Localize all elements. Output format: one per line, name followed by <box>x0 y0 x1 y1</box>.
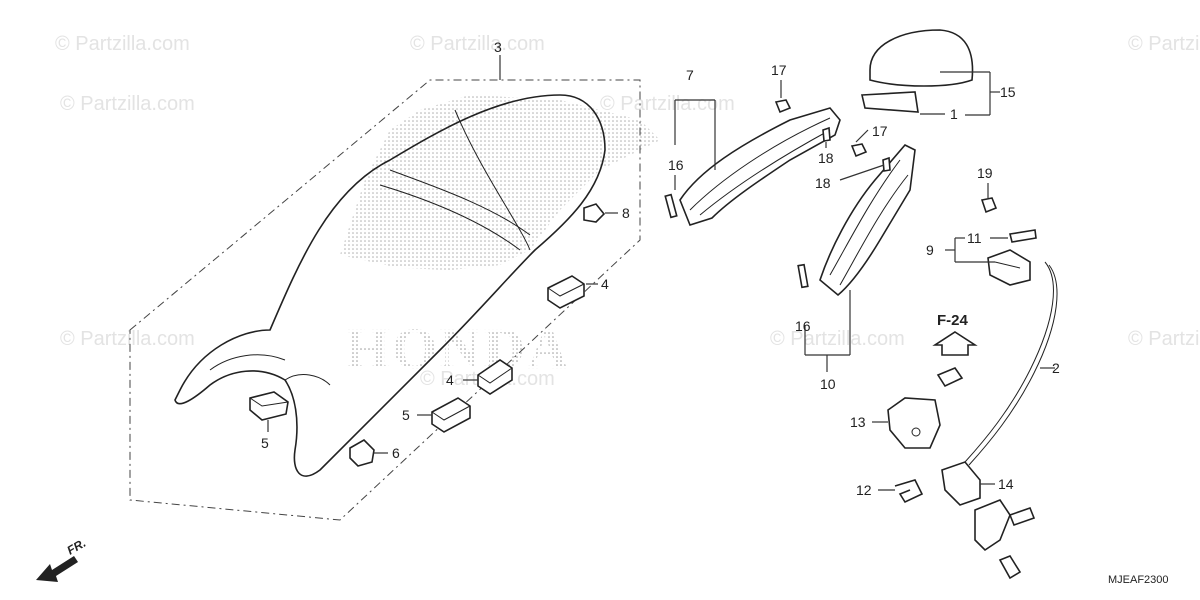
seat-cover-15 <box>861 29 974 113</box>
callout-11: 11 <box>967 230 982 246</box>
callout-10: 10 <box>820 376 836 392</box>
callout-16: 16 <box>795 318 811 334</box>
watermark: © Partzilla.com <box>60 328 195 350</box>
callout-8: 8 <box>622 205 630 221</box>
bolt-17-upper <box>774 99 792 114</box>
watermark: © Partzilla.com <box>1128 33 1200 55</box>
main-seat <box>174 94 606 477</box>
honda-wordmark: HONDA <box>345 316 571 381</box>
reference-label: F-24 <box>937 312 969 329</box>
callout-1: 1 <box>950 106 958 122</box>
diagram-code: MJEAF2300 <box>1108 574 1169 586</box>
callout-6: 6 <box>392 445 400 461</box>
callout-4: 4 <box>601 276 609 292</box>
callout-3: 3 <box>494 39 502 55</box>
reference-arrow <box>932 331 978 356</box>
bracket-5-mid <box>431 397 471 433</box>
callout-18: 18 <box>818 150 834 166</box>
watermark-layer: © Partzilla.com © Partzilla.com © Partzi… <box>55 33 1200 390</box>
honda-logo: HONDA <box>340 95 660 381</box>
clip-12 <box>894 479 924 504</box>
key-cylinder-14 <box>941 461 1036 580</box>
watermark: © Partzilla.com <box>410 33 545 55</box>
front-arrow <box>36 556 78 582</box>
bracket-4-top <box>547 275 585 309</box>
bracket-4-mid <box>477 359 513 395</box>
callout-19: 19 <box>977 165 993 181</box>
callout-2: 2 <box>1052 360 1060 376</box>
watermark: © Partzilla.com <box>600 93 735 115</box>
callout-12: 12 <box>856 482 872 498</box>
callout-17: 17 <box>771 62 787 78</box>
bracket-5-left <box>249 391 289 421</box>
callout-5: 5 <box>402 407 410 423</box>
callout-7: 7 <box>686 67 694 83</box>
bolt-small <box>936 367 964 388</box>
seat-latch-9 <box>987 229 1037 286</box>
callout-18: 18 <box>815 175 831 191</box>
watermark: © Partzilla.com <box>770 328 905 350</box>
callout-5: 5 <box>261 435 269 451</box>
seat-group-frame <box>129 79 641 521</box>
rubber-6 <box>349 439 375 467</box>
clip-18-lower <box>882 156 891 172</box>
watermark: © Partzilla.com <box>1128 328 1200 350</box>
rubber-8 <box>583 203 606 223</box>
callout-16: 16 <box>668 157 684 173</box>
front-label: FR. <box>65 536 89 558</box>
clip-18-upper <box>822 126 831 142</box>
watermark: © Partzilla.com <box>60 93 195 115</box>
callout-15: 15 <box>1000 84 1016 100</box>
watermark: © Partzilla.com <box>55 33 190 55</box>
callout-17: 17 <box>872 123 888 139</box>
callout-14: 14 <box>998 476 1014 492</box>
callout-4: 4 <box>446 372 454 388</box>
seat-cowl-left <box>664 107 841 226</box>
bolt-17-lower <box>850 143 868 158</box>
bolt-19 <box>980 197 998 214</box>
cable-holder-13 <box>887 397 941 449</box>
seat-lock-cable <box>964 261 1054 463</box>
callout-9: 9 <box>926 242 934 258</box>
seat-cowl-right <box>797 144 916 297</box>
callout-13: 13 <box>850 414 866 430</box>
